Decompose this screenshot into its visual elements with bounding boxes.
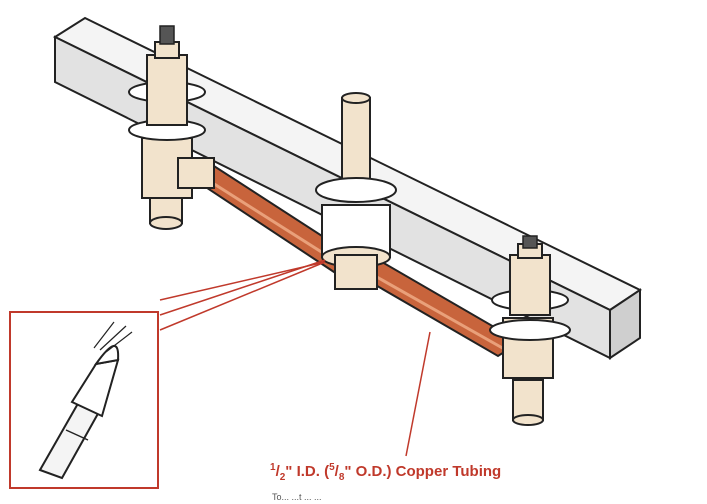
joint-callout-lines [159,259,326,331]
left-valve [128,25,215,230]
od-size-numerator: 5 [329,462,335,473]
fine-print-caption: To... ...t ... ... [272,492,322,502]
right-valve [489,235,571,426]
torch-flame-icon [38,321,133,480]
id-size-denominator: 2 [279,472,286,483]
od-text: " O.D.) Copper Tubing [344,463,502,480]
center-tee [315,92,397,290]
tubing-callout-line [405,331,431,457]
od-size-denominator: 8 [338,472,345,483]
torch-inset [9,311,159,489]
copper-tubing-label: 1/2" I.D. (5/8" O.D.) Copper Tubing [270,462,502,483]
id-size-numerator: 1 [270,462,276,473]
id-text: " I.D. ( [285,463,330,480]
